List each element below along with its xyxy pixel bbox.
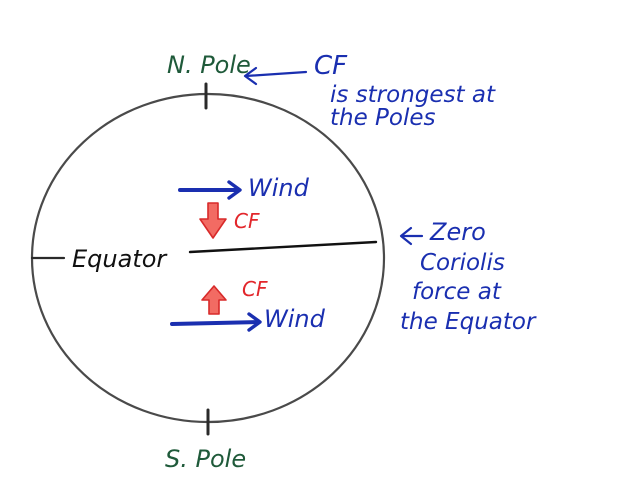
pole-note-arrow — [243, 66, 308, 86]
south-wind-arrow — [170, 312, 262, 332]
pole-note-line1: CF — [314, 51, 348, 81]
south-coriolis-arrow — [201, 285, 227, 315]
equator-note-line2: Coriolis — [420, 250, 505, 276]
north-pole-label: N. Pole — [167, 51, 251, 79]
equator-line-right — [188, 240, 378, 254]
north-coriolis-arrow — [199, 202, 227, 239]
equator-note-line3: force at — [412, 279, 502, 305]
equator-note-arrow — [399, 226, 424, 246]
north-coriolis-label: CF — [234, 209, 260, 233]
equator-note-line4: the Equator — [400, 309, 537, 335]
equator-label: Equator — [72, 245, 168, 273]
north-wind-arrow — [178, 180, 242, 200]
pole-note-line3: the Poles — [330, 105, 436, 131]
south-pole-label: S. Pole — [165, 445, 246, 473]
north-wind-label: Wind — [248, 174, 310, 202]
equator-note-line1: Zero — [429, 218, 486, 246]
pole-note-line2: is strongest at — [330, 82, 496, 108]
south-coriolis-label: CF — [242, 277, 268, 301]
south-wind-label: Wind — [264, 305, 326, 333]
